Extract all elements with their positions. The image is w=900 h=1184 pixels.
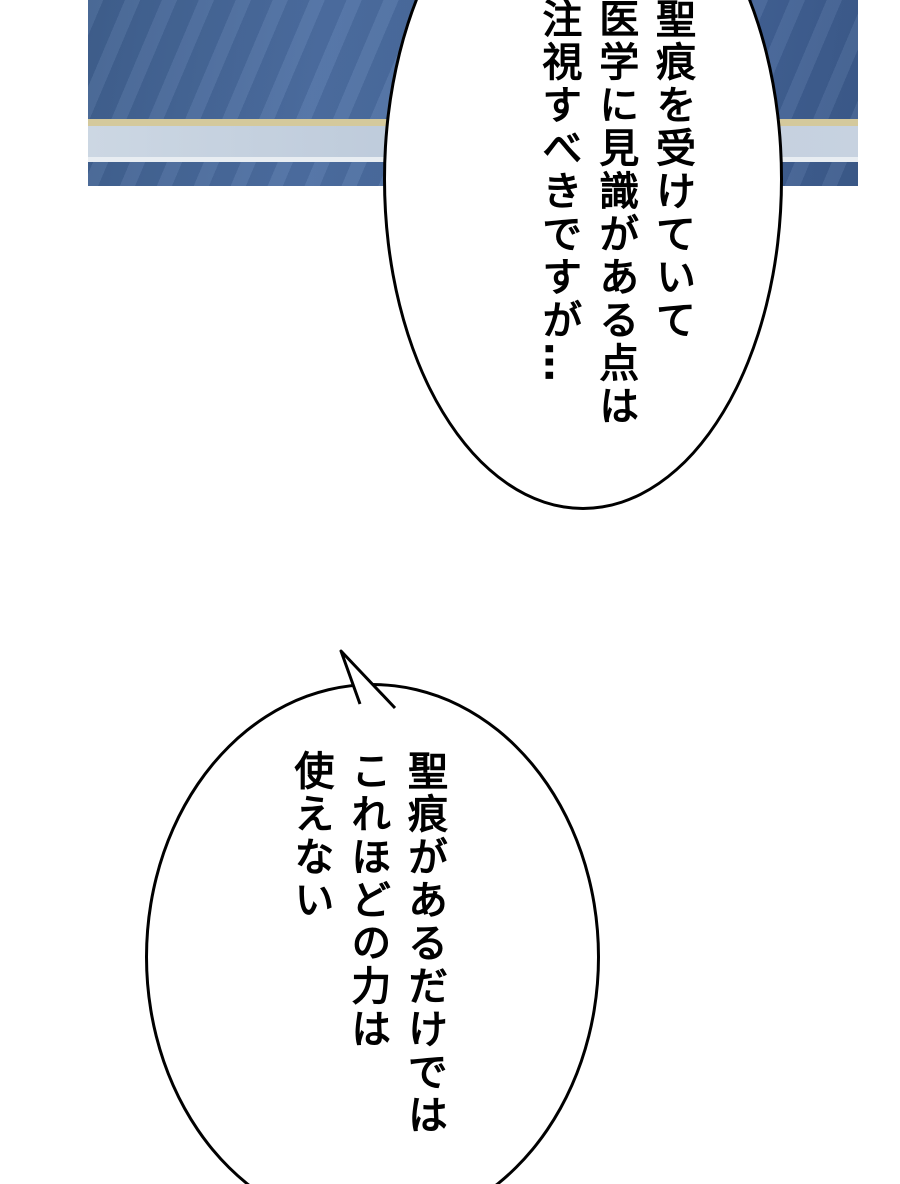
speech-text-line: 聖痕があるだけでは — [401, 750, 447, 1137]
speech-bubble-tail-icon — [339, 649, 397, 710]
speech-text-line: 医学に見識がある点は — [592, 0, 639, 428]
speech-bubble-tail — [315, 638, 415, 723]
speech-text-top: 聖痕を受けていて 医学に見識がある点は 注視すべきですが… — [530, 0, 700, 428]
speech-text-line: 使えない — [287, 750, 334, 922]
speech-text-line: 注視すべきですが… — [535, 0, 582, 385]
speech-text-line: 聖痕を受けていて — [649, 0, 695, 342]
speech-text-line: これほどの力は — [344, 750, 391, 1051]
speech-text-bottom: 聖痕があるだけでは これほどの力は 使えない — [282, 750, 452, 1137]
speech-bubble-bottom — [145, 683, 600, 1184]
tail-shape — [339, 649, 397, 710]
